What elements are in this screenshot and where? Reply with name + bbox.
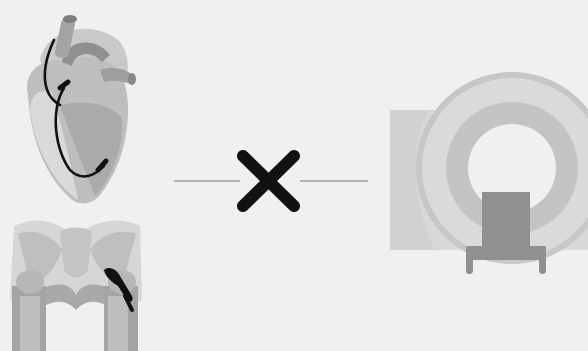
mri-table-top [466, 246, 546, 260]
connector [174, 156, 368, 206]
x-mark-icon [243, 156, 294, 206]
mri-scanner-icon [390, 72, 588, 274]
sacrum [60, 228, 92, 278]
mri-table-block [482, 192, 530, 248]
heart-with-pacemaker-leads-icon [27, 15, 136, 203]
mri-table-leg-left [466, 256, 473, 274]
left-femoral-head [16, 270, 44, 294]
mri-table-leg-right [539, 256, 546, 274]
pelvis-with-hip-implant-icon [10, 221, 142, 351]
